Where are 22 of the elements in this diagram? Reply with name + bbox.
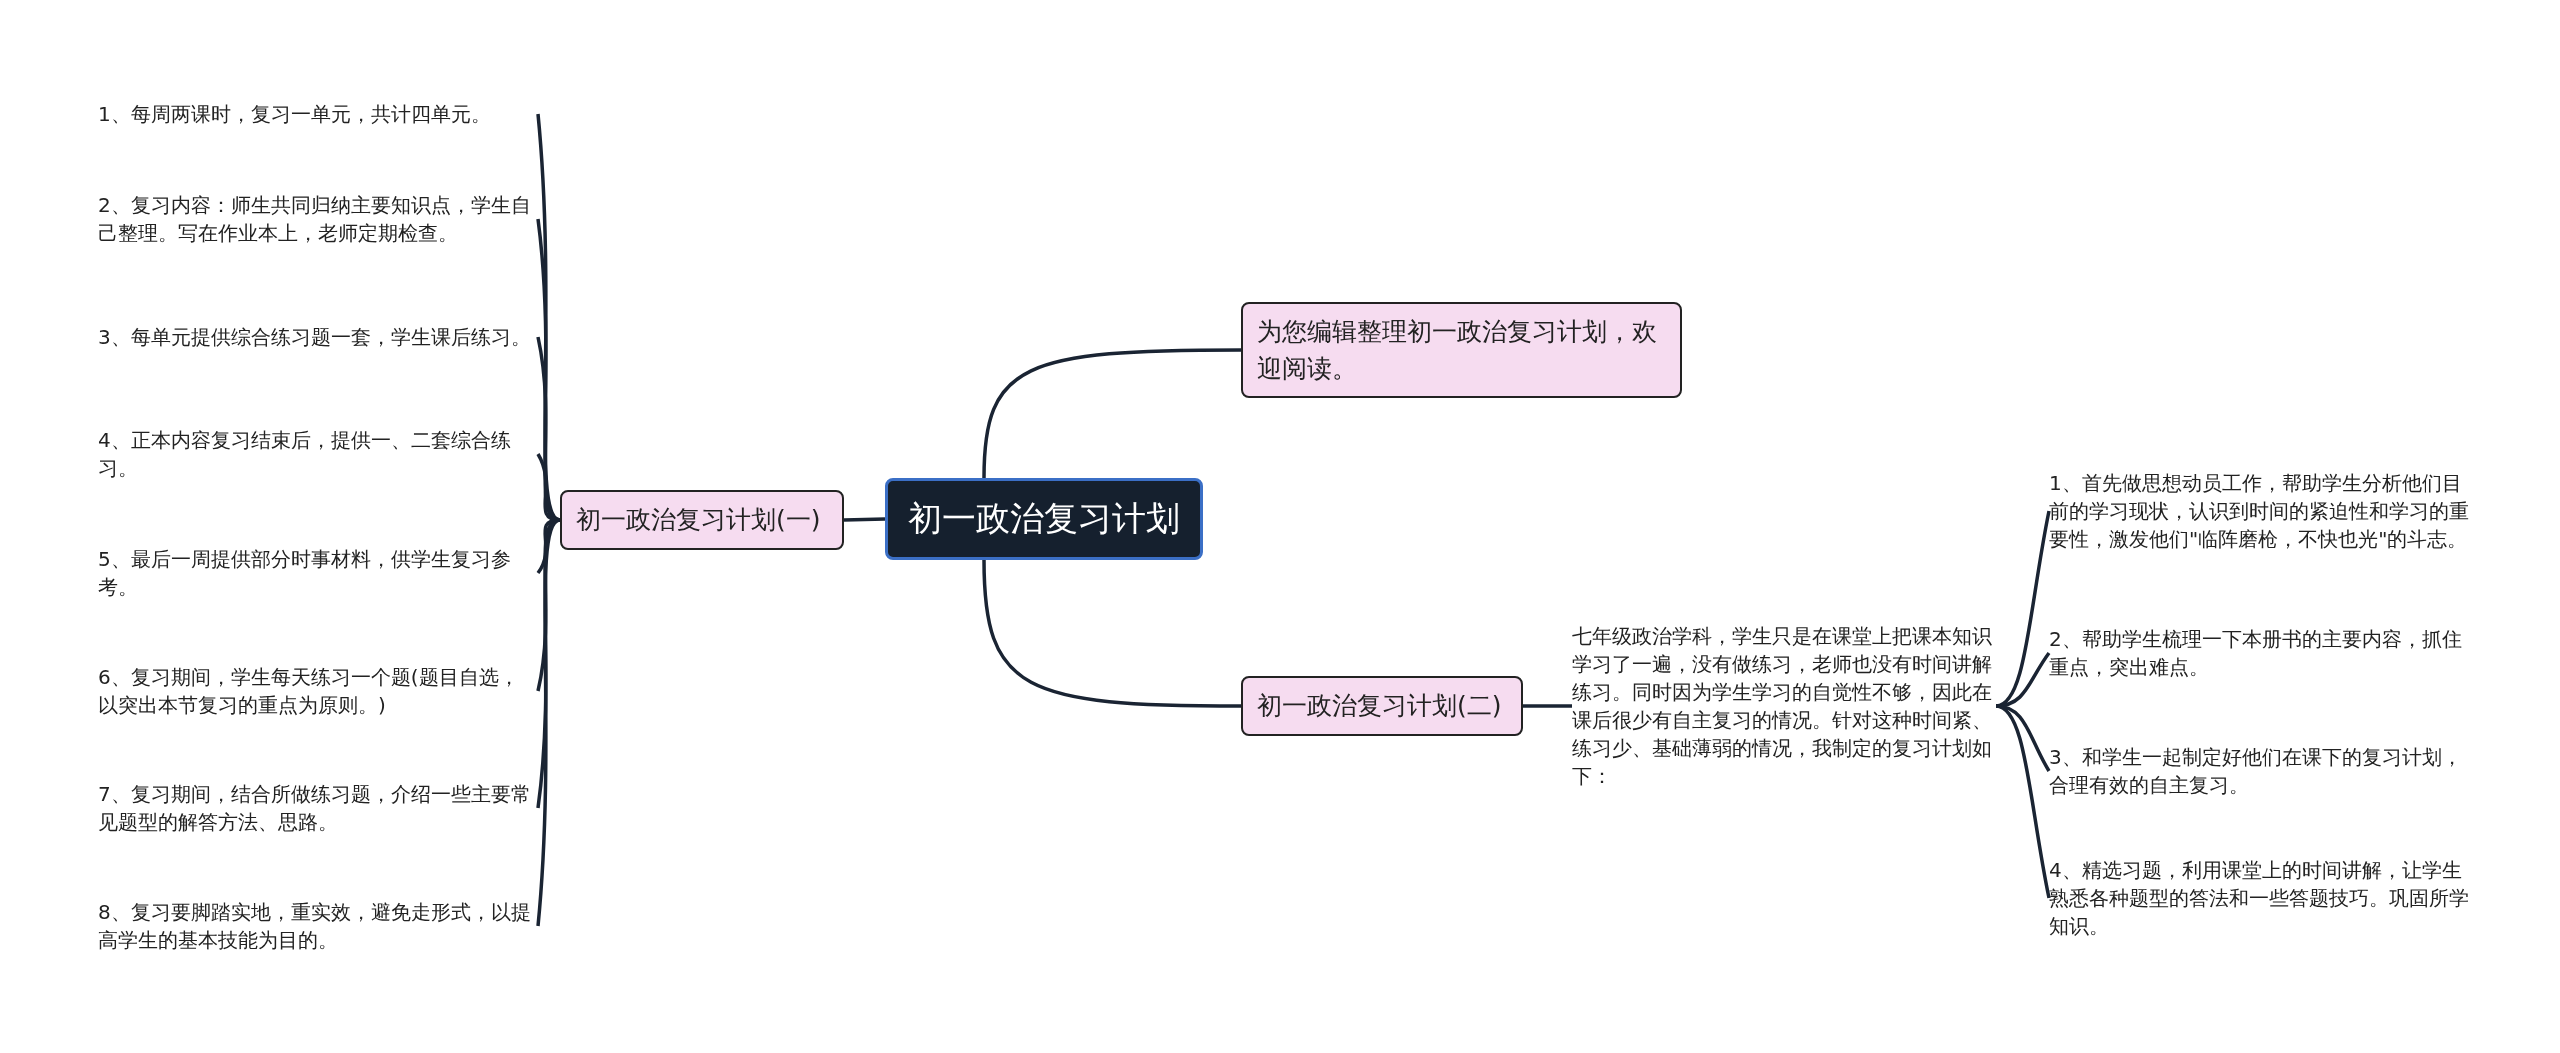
text-note: 6、复习期间，学生每天练习一个题(题目自选，以突出本节复习的重点为原则。) <box>98 660 538 722</box>
connector-line <box>1995 704 2051 772</box>
connector-line <box>982 348 1241 479</box>
connector-line <box>843 517 886 522</box>
text-note: 1、每周两课时，复习一单元，共计四单元。 <box>98 96 538 132</box>
central-topic-box: 初一政治复习计划 <box>885 478 1203 560</box>
topic-box: 初一政治复习计划(二) <box>1241 676 1523 736</box>
text-note: 2、帮助学生梳理一下本册书的主要内容，抓住重点，突出难点。 <box>2049 622 2474 684</box>
text-note: 8、复习要脚踏实地，重实效，避免走形式，以提高学生的基本技能为目的。 <box>98 895 538 957</box>
text-note: 3、和学生一起制定好他们在课下的复习计划，合理有效的自主复习。 <box>2049 740 2474 802</box>
text-note: 4、精选习题，利用课堂上的时间讲解，让学生熟悉各种题型的答法和一些答题技巧。巩固所学知识。 <box>2049 852 2474 944</box>
text-note: 1、首先做思想动员工作，帮助学生分析他们目前的学习现状，认识到时间的紧迫性和学习的重要性，激发他们"临阵磨枪，不快也光"的斗志。 <box>2049 452 2474 570</box>
connector-line <box>982 559 1241 708</box>
topic-box: 为您编辑整理初一政治复习计划，欢迎阅读。 <box>1241 302 1682 398</box>
connector-line <box>1523 704 1572 708</box>
text-note: 七年级政治学科，学生只是在课堂上把课本知识学习了一遍，没有做练习，老师也没有时间讲解练习。同时因为学生学习的自觉性不够，因此在课后很少有自主复习的情况。针对这种时间紧、练习少、基础薄弱的情况，我制定的复习计划如下： <box>1572 622 1996 790</box>
text-note: 5、最后一周提供部分时事材料，供学生复习参考。 <box>98 542 538 604</box>
text-note: 7、复习期间，结合所做练习题，介绍一些主要常见题型的解答方法、思路。 <box>98 777 538 839</box>
text-note: 2、复习内容：师生共同归纳主要知识点，学生自己整理。写在作业本上，老师定期检查。 <box>98 188 538 250</box>
text-note: 4、正本内容复习结束后，提供一、二套综合练习。 <box>98 423 538 485</box>
topic-box: 初一政治复习计划(一) <box>560 490 844 550</box>
text-note: 3、每单元提供综合练习题一套，学生课后练习。 <box>98 306 538 368</box>
